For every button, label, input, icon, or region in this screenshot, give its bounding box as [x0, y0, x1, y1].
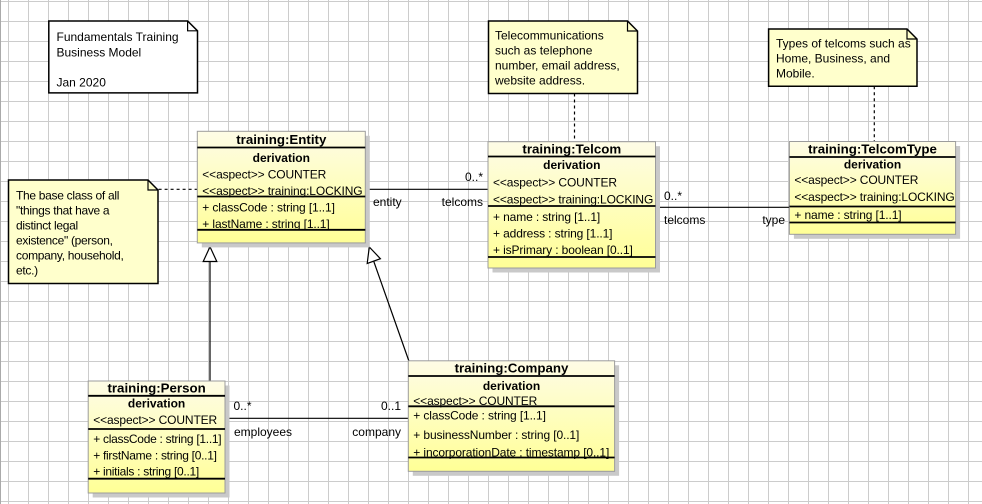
- svg-text:+ address : string [1..1]: + address : string [1..1]: [493, 227, 612, 241]
- svg-text:such as telephone: such as telephone: [495, 44, 593, 58]
- svg-text:Jan 2020: Jan 2020: [57, 76, 107, 90]
- svg-text:+ name : string [1..1]: + name : string [1..1]: [493, 210, 600, 224]
- svg-text:+ initials : string [0..1]: + initials : string [0..1]: [93, 465, 199, 479]
- svg-text:<<aspect>> training:LOCKING: <<aspect>> training:LOCKING: [202, 184, 362, 198]
- svg-text:Mobile.: Mobile.: [776, 67, 815, 81]
- svg-text:company, household,: company, household,: [16, 248, 124, 262]
- svg-text:The base class of all: The base class of all: [16, 188, 119, 202]
- svg-text:training:Person: training:Person: [107, 381, 205, 396]
- svg-text:<<aspect>> COUNTER: <<aspect>> COUNTER: [794, 173, 918, 187]
- svg-text:derivation: derivation: [128, 397, 185, 411]
- svg-text:+ classCode : string [1..1]: + classCode : string [1..1]: [93, 432, 221, 446]
- svg-text:existence" (person,: existence" (person,: [16, 233, 113, 247]
- svg-text:training:TelcomType: training:TelcomType: [808, 142, 937, 157]
- svg-text:number, email address,: number, email address,: [495, 59, 620, 73]
- svg-text:<<aspect>> COUNTER: <<aspect>> COUNTER: [413, 394, 537, 408]
- svg-text:employees: employees: [234, 425, 292, 439]
- svg-text:Telecommunications: Telecommunications: [495, 29, 604, 43]
- svg-text:Home, Business, and: Home, Business, and: [776, 52, 890, 66]
- svg-text:<<aspect>> training:LOCKING: <<aspect>> training:LOCKING: [794, 190, 954, 204]
- svg-text:+ name : string [1..1]: + name : string [1..1]: [794, 208, 901, 222]
- svg-text:0..*: 0..*: [234, 399, 252, 413]
- svg-text:entity: entity: [373, 195, 402, 209]
- svg-text:<<aspect>> COUNTER: <<aspect>> COUNTER: [202, 168, 326, 182]
- svg-text:derivation: derivation: [253, 151, 310, 165]
- svg-text:0..*: 0..*: [465, 170, 483, 184]
- svg-text:etc.): etc.): [16, 263, 38, 277]
- svg-text:"things that have a: "things that have a: [16, 203, 110, 217]
- svg-text:type: type: [762, 213, 785, 227]
- svg-text:+ classCode : string [1..1]: + classCode : string [1..1]: [413, 409, 546, 423]
- svg-text:+ classCode : string [1..1]: + classCode : string [1..1]: [202, 201, 334, 215]
- svg-text:0..1: 0..1: [381, 399, 401, 413]
- svg-text:derivation: derivation: [483, 379, 540, 393]
- svg-text:+ businessNumber : string [0..: + businessNumber : string [0..1]: [413, 428, 579, 442]
- svg-text:derivation: derivation: [543, 158, 600, 172]
- svg-text:Fundamentals Training: Fundamentals Training: [57, 30, 179, 44]
- svg-text:+ isPrimary : boolean [0..1]: + isPrimary : boolean [0..1]: [493, 243, 633, 257]
- svg-text:Business Model: Business Model: [57, 46, 142, 60]
- svg-text:derivation: derivation: [844, 158, 901, 172]
- svg-text:distinct legal: distinct legal: [16, 218, 78, 232]
- svg-text:<<aspect>> COUNTER: <<aspect>> COUNTER: [93, 413, 217, 427]
- svg-text:<<aspect>> COUNTER: <<aspect>> COUNTER: [493, 176, 617, 190]
- svg-text:+ lastName : string [1..1]: + lastName : string [1..1]: [202, 217, 329, 231]
- svg-text:training:Company: training:Company: [455, 361, 569, 376]
- svg-text:Types of telcoms such as: Types of telcoms such as: [776, 37, 911, 51]
- svg-text:+ firstName : string [0..1]: + firstName : string [0..1]: [93, 449, 217, 463]
- svg-text:+ incorporationDate : timestam: + incorporationDate : timestamp [0..1]: [413, 446, 609, 460]
- svg-text:training:Telcom: training:Telcom: [522, 142, 621, 157]
- svg-text:website address.: website address.: [494, 74, 585, 88]
- svg-text:telcoms: telcoms: [442, 195, 483, 209]
- svg-text:company: company: [352, 425, 401, 439]
- svg-text:<<aspect>> training:LOCKING: <<aspect>> training:LOCKING: [493, 193, 653, 207]
- svg-text:training:Entity: training:Entity: [236, 132, 327, 147]
- svg-text:telcoms: telcoms: [664, 213, 705, 227]
- svg-text:0..*: 0..*: [664, 189, 682, 203]
